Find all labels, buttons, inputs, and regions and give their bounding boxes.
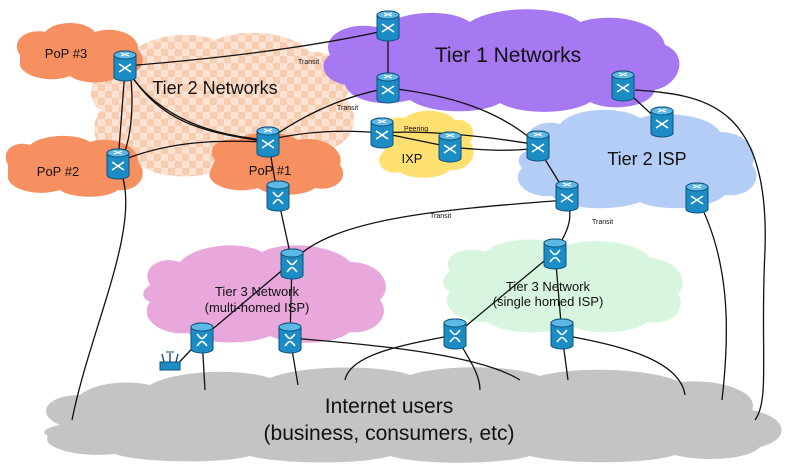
tier2-isp-router-icon[interactable] (526, 130, 550, 162)
internet-users-cloud (44, 367, 782, 463)
tier1-mid-router-icon[interactable] (376, 72, 400, 104)
internet-users-line2: (business, consumers, etc) (264, 422, 515, 445)
tier2-isp-lower-router-icon[interactable] (555, 180, 579, 212)
peering-label: Peering (404, 126, 428, 133)
tier3-multi-switch-a-icon[interactable] (190, 322, 214, 354)
internet-users-line1: Internet users (325, 395, 453, 418)
ixp-router-left-icon[interactable] (370, 117, 394, 149)
tier3-multi-cloud (143, 245, 386, 343)
labels: Tier 1 Networks Tier 2 Networks PoP #3 P… (37, 44, 687, 445)
tier3-single-switch-a-icon[interactable] (443, 318, 467, 350)
ixp-router-right-icon[interactable] (438, 131, 462, 163)
tier3-multi-main-switch-icon[interactable] (280, 248, 304, 280)
transit-single-label: Transit (592, 219, 613, 226)
tier3-multi-switch-b-icon[interactable] (278, 322, 302, 354)
tier2-isp-label: Tier 2 ISP (607, 149, 686, 169)
tier2-isp-hub-icon[interactable] (685, 182, 709, 214)
tier3-multi-line1: Tier 3 Network (215, 284, 300, 299)
tier1-top-router-icon[interactable] (376, 10, 400, 42)
tier2-networks-label: Tier 2 Networks (152, 78, 277, 98)
wireless-access-point-icon[interactable] (159, 351, 181, 371)
tier3-single-cloud (443, 239, 683, 333)
pop3-cloud (16, 23, 143, 83)
tier3-single-line1: Tier 3 Network (506, 279, 591, 294)
tier1-label: Tier 1 Networks (435, 44, 581, 67)
pop3-label: PoP #3 (45, 46, 87, 61)
tier3-single-switch-b-icon[interactable] (550, 318, 574, 350)
pop1-switch-icon[interactable] (266, 180, 290, 212)
tier2-isp-right-router-icon[interactable] (650, 106, 674, 138)
tier1-right-router-icon[interactable] (611, 70, 635, 102)
transit-top-label: Transit (298, 59, 319, 66)
devices (106, 10, 709, 371)
pop2-label: PoP #2 (37, 164, 79, 179)
ixp-label: IXP (402, 151, 423, 166)
pop1-cloud (209, 132, 344, 195)
pop1-label: PoP #1 (249, 163, 291, 178)
tier3-multi-line2: (multi-homed ISP) (205, 300, 310, 315)
pop1-router-icon[interactable] (256, 126, 280, 158)
pop2-router-icon[interactable] (106, 148, 130, 180)
pop3-router-icon[interactable] (113, 50, 137, 82)
tier3-single-line2: (single homed ISP) (493, 294, 604, 309)
tier1-cloud (323, 9, 680, 112)
transit-t3-label: Transit (430, 213, 451, 220)
transit-mid-label: Transit (337, 105, 358, 112)
tier3-single-main-switch-icon[interactable] (543, 238, 567, 270)
